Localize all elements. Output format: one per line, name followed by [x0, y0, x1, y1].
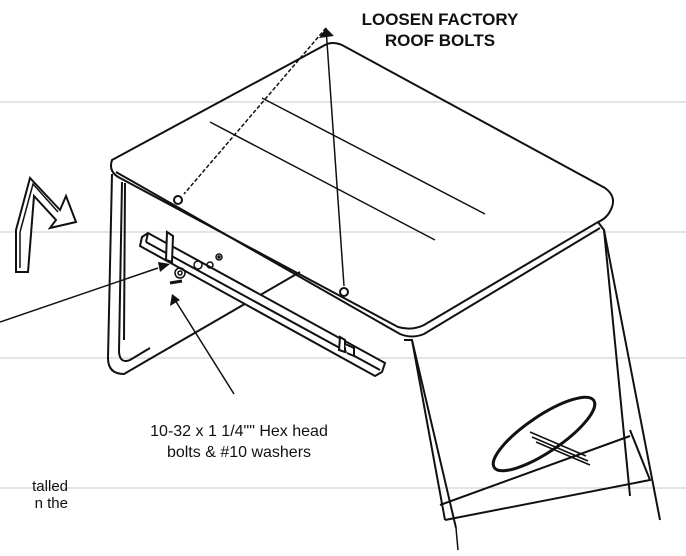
hex-bolts-label-line2: bolts & #10 washers	[166, 444, 312, 461]
cut-off-note-line1: talled	[32, 478, 68, 495]
side-handle	[491, 395, 597, 473]
hex-bolt-hardware	[169, 253, 223, 285]
mounting-bracket	[138, 230, 387, 378]
side-panel	[173, 195, 661, 529]
roof-panel	[110, 42, 615, 338]
hex-bolts-label-line1: 10-32 x 1 1/4"" Hex head	[150, 423, 328, 440]
cut-off-note: talled n the	[0, 478, 68, 512]
cut-off-note-line2: n the	[34, 495, 68, 512]
leader-arrowheads	[158, 28, 334, 306]
direction-arrow-icon	[15, 176, 78, 273]
leader-lines	[0, 27, 459, 551]
roof-bolts-label-line1: LOOSEN FACTORY	[361, 10, 519, 29]
left-frame	[106, 173, 301, 376]
roof-bolts-label-line2: ROOF BOLTS	[384, 31, 496, 50]
hex-bolts-label: 10-32 x 1 1/4"" Hex head bolts & #10 was…	[108, 421, 370, 463]
roof-bolts-label: LOOSEN FACTORY ROOF BOLTS	[340, 9, 540, 51]
